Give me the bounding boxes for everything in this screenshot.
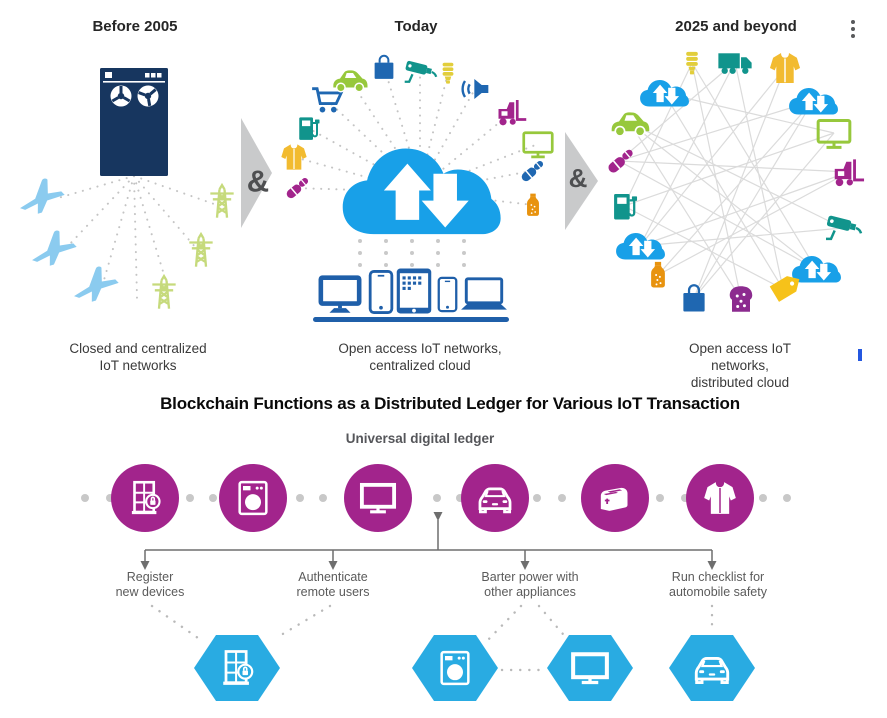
smartphone-icon — [437, 276, 458, 313]
forklift-icon — [497, 98, 528, 127]
ledger-circle — [344, 464, 412, 532]
desktop-icon — [321, 278, 359, 313]
text-cursor-artifact — [858, 349, 862, 361]
panel-title-today: Today — [394, 18, 438, 35]
connector-arrowheads — [140, 512, 717, 570]
cfl-bulb-icon — [442, 62, 454, 84]
device-shelf-line — [313, 317, 509, 322]
section-title: Blockchain Functions as a Distributed Le… — [160, 394, 740, 413]
hexagon — [547, 635, 633, 701]
function-label-checklist: Run checklist for automobile safety — [669, 570, 767, 599]
cloud-to-devices-dots — [358, 239, 466, 267]
shopping-bag-icon — [373, 54, 395, 80]
power-tower-icon — [150, 274, 178, 311]
ledger-circle — [461, 464, 529, 532]
monitor-icon — [522, 131, 554, 159]
ledger-chain-dots — [81, 494, 791, 502]
ampersand-label: & — [246, 163, 270, 199]
bread-icon — [729, 286, 753, 312]
transition-arrow-1 — [241, 118, 272, 228]
hexagon — [669, 635, 755, 701]
truck-icon — [718, 53, 752, 74]
security-camera-icon — [403, 59, 438, 83]
centralized-dotted-links — [57, 175, 215, 299]
ledger-device-row — [111, 464, 754, 532]
airplane-icon — [13, 174, 68, 219]
function-label-authenticate: Authenticate remote users — [296, 570, 370, 599]
security-camera-icon — [824, 213, 863, 241]
toaster-icon — [599, 486, 629, 512]
power-tower-icon — [187, 232, 215, 269]
gas-pump-icon — [298, 116, 321, 141]
caption-centralized-cloud: Open access IoT networks, centralized cl… — [338, 341, 502, 373]
ledger-title: Universal digital ledger — [345, 431, 495, 446]
gas-pump-icon — [612, 192, 639, 221]
pills-icon — [519, 159, 546, 184]
car-icon — [333, 70, 368, 93]
bottle-icon — [527, 193, 539, 216]
mesh-network-lines — [618, 61, 850, 300]
power-tower-icon — [208, 183, 236, 220]
function-label-barter: Barter power with other appliances — [481, 570, 579, 599]
airplane-icon — [25, 226, 80, 271]
hex-device-row — [194, 635, 755, 701]
ampersand-label: & — [568, 163, 588, 193]
panel-title-2025-beyond: 2025 and beyond — [675, 18, 797, 35]
bottle-icon — [651, 261, 665, 288]
function-label-register: Register new devices — [115, 570, 185, 599]
cloud-dotted-links — [293, 66, 539, 206]
kebab-menu-icon[interactable] — [851, 20, 855, 38]
coat-icon — [769, 52, 801, 84]
label-to-hex-dotted-links — [150, 604, 714, 672]
transition-arrow-2 — [565, 132, 598, 230]
caption-distributed-cloud: Open access IoT networks, distributed cl… — [688, 341, 792, 390]
tablet-icon — [396, 268, 432, 314]
cloud-sync-icon — [789, 88, 838, 115]
cloud-sync-icon — [616, 233, 665, 260]
caption-closed-centralized: Closed and centralized IoT networks — [69, 341, 207, 373]
panel-title-before-2005: Before 2005 — [92, 18, 178, 35]
speaker-icon — [461, 77, 490, 101]
iot-evolution-diagram — [13, 20, 866, 322]
smartphone-icon — [368, 270, 394, 314]
airplane-icon — [67, 262, 122, 307]
forklift-icon — [833, 157, 866, 188]
coat-icon — [280, 143, 308, 171]
mainframe-icon — [100, 68, 168, 176]
car-icon — [611, 112, 650, 137]
function-connector-lines — [144, 520, 713, 562]
laptop-icon — [459, 277, 509, 312]
blockchain-ledger-diagram — [81, 464, 791, 701]
